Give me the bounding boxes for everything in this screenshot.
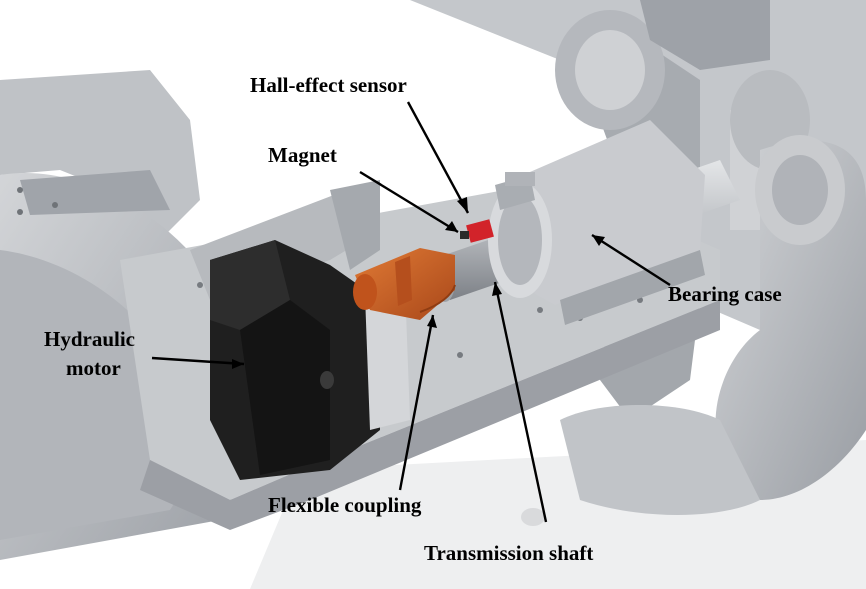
flexible-coupling — [353, 248, 456, 320]
arrow-hydraulic-motor — [151, 356, 245, 366]
arrow-bearing-case — [591, 233, 671, 287]
arrowhead-hall-sensor — [457, 197, 468, 213]
floor-bolt — [521, 508, 545, 526]
arrowhead-magnet — [445, 221, 458, 232]
magnet-part — [460, 231, 469, 239]
hydraulic-motor — [210, 240, 380, 480]
label-bearing-case: Bearing case — [668, 282, 782, 306]
arrowhead-transmission-shaft — [492, 282, 502, 296]
arrow-transmission-shaft — [493, 281, 548, 523]
leader-arrows — [151, 101, 671, 523]
label-magnet: Magnet — [268, 143, 337, 167]
label-hydraulic-motor-line1: Hydraulic — [44, 327, 135, 351]
arrowhead-hydraulic-motor — [232, 359, 244, 369]
bearing-case — [488, 120, 705, 325]
label-hydraulic-motor-line2: motor — [66, 356, 121, 380]
arrow-magnet — [359, 170, 459, 234]
arrow-hall-sensor — [406, 101, 470, 214]
arrowhead-flexible-coupling — [427, 315, 437, 328]
label-transmission-shaft: Transmission shaft — [424, 541, 593, 565]
hall-effect-sensor-part — [466, 219, 494, 243]
motor-mount-plate — [365, 285, 410, 430]
label-flexible-coupling: Flexible coupling — [268, 493, 422, 517]
label-hall-effect-sensor: Hall-effect sensor — [250, 73, 407, 97]
arrowhead-bearing-case — [592, 235, 605, 246]
arrow-flexible-coupling — [398, 314, 435, 491]
